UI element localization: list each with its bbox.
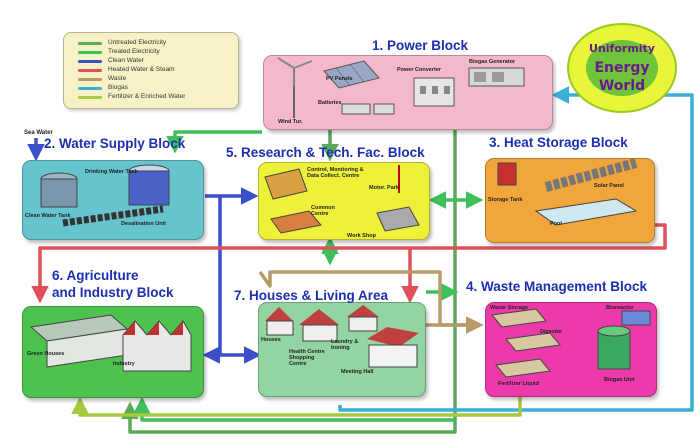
agri-block-title-1: 6. Agriculture [52,268,139,283]
houses-living-block: Houses Health Centre Shopping Centre Lau… [258,302,426,397]
research-illustration [264,165,420,234]
research-label-workshop: Work Shop [347,233,376,239]
heat-loop [401,223,667,304]
research-block-title: 5. Research & Tech. Fac. Block [226,145,425,160]
logo-text-3: World [599,78,645,94]
agri-label-green: Green Houses [27,351,65,357]
waste-block-title: 4. Waste Management Block [466,279,648,294]
houses-block-title: 7. Houses & Living Area [234,288,389,303]
research-label-control: Control, Monitoring & Data Collect. Cent… [307,167,364,179]
water-block-title: 2. Water Supply Block [44,136,186,151]
legend-swatch [78,69,102,72]
houses-label-laundry: Laundry & Ironing [331,339,359,351]
sea-water-label: Sea Water [24,130,53,136]
legend: Untreated Electricity Treated Electricit… [63,32,239,109]
water-supply-block: Drinking Water Tank Clean Water Tank Des… [22,160,204,240]
houses-label-health: Health Centre Shopping Centre [289,349,325,367]
heat-label-solar: Solar Panel [594,183,624,189]
legend-swatch [78,51,102,54]
waste-management-block: Waste Storage Bioreactor Digestor Fertil… [485,302,657,397]
heat-block-title: 3. Heat Storage Block [489,135,628,150]
legend-swatch [78,78,102,81]
water-label-desal: Desalination Unit [121,221,166,227]
research-label-common: Common Centre [311,205,335,217]
power-label-biogas: Biogas Generator [469,59,516,65]
heat-storage-block: Solar Panel Storage Tank Pool [485,158,655,243]
houses-label-meeting: Meeting Hall [341,369,374,375]
heat-label-storage: Storage Tank [488,197,523,203]
power-block-title: 1. Power Block [372,38,469,53]
power-block: PV Panels Power Converter Biogas Generat… [263,55,553,130]
heat-illustration [497,159,638,226]
waste-label-bioreactor: Bioreactor [606,305,634,311]
houses-label-houses: Houses [261,337,281,343]
legend-swatch [78,60,102,63]
legend-swatch [78,42,102,45]
waste-label-digestor: Digestor [540,329,563,335]
research-block: Control, Monitoring & Data Collect. Cent… [258,162,430,240]
agri-illustration [29,314,192,372]
water-to-houses [218,196,262,364]
agri-label-industry: Industry [113,361,135,367]
power-to-water [166,130,262,154]
research-label-motor: Motor. Park [369,185,399,191]
power-label-pv: PV Panels [326,76,353,82]
power-label-batteries: Batteries [318,100,342,106]
water-illustration [40,164,170,227]
water-label-drinking: Drinking Water Tank [85,169,138,175]
power-illustration [277,57,525,118]
waste-illustration [491,308,651,378]
heat-label-pool: Pool [550,221,562,227]
houses-illustration [265,305,419,368]
waste-label-biogas-unit: Biogas Unit [604,377,635,383]
energy-world-logo: Uniformity Energy World [567,23,677,113]
logo-text-1: Uniformity [589,42,655,55]
electricity-line-bottom [133,396,455,422]
waste-label-fertilizer: Fertilizer Liquid [498,381,539,387]
water-label-clean: Clean Water Tank [25,213,71,219]
legend-swatch [78,87,102,90]
power-label-converter: Power Converter [397,67,442,73]
waste-label-storage: Waste Storage [490,305,529,311]
agriculture-industry-block: Green Houses Industry [22,306,204,398]
agri-block-title-2: and Industry Block [52,285,174,300]
logo-text-2: Energy [594,60,649,76]
legend-swatch [78,96,102,99]
electricity-line-outer [121,120,457,434]
heat-to-agri [31,246,410,304]
power-label-wind: Wind Tur. [278,119,303,125]
